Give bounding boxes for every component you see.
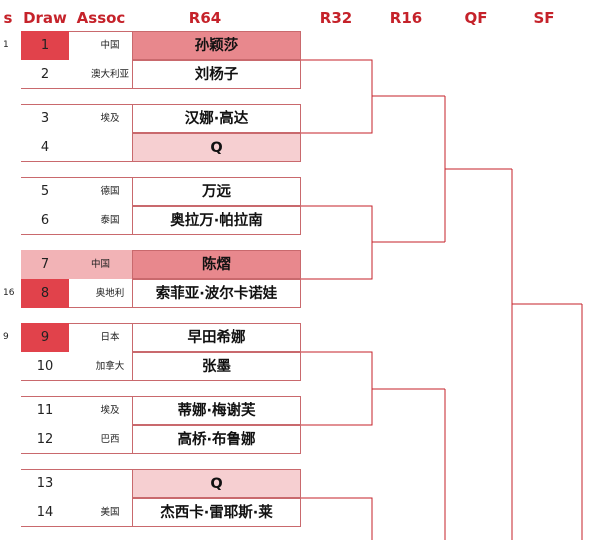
player-name[interactable]: 奥拉万·帕拉南 bbox=[132, 206, 301, 235]
draw-row: 14 美国 杰西卡·雷耶斯·莱 bbox=[21, 498, 301, 527]
header-assoc: Assoc bbox=[76, 9, 126, 27]
draw-row: 6 泰国 奥拉万·帕拉南 bbox=[21, 206, 301, 235]
player-name[interactable]: 蒂娜·梅谢芙 bbox=[132, 396, 301, 425]
draw-number: 1 bbox=[21, 31, 69, 60]
draw-row: 1 中国 孙颖莎 bbox=[21, 31, 301, 60]
draw-number: 9 bbox=[21, 323, 69, 352]
header-draw: Draw bbox=[23, 9, 67, 27]
player-name[interactable]: 万远 bbox=[132, 177, 301, 206]
player-name[interactable]: 索菲亚·波尔卡诺娃 bbox=[132, 279, 301, 308]
draw-number: 2 bbox=[40, 67, 50, 82]
assoc-label: 德国 bbox=[100, 186, 120, 197]
draw-row: 10 加拿大 张墨 bbox=[21, 352, 301, 381]
draw-number: 13 bbox=[36, 476, 54, 491]
seed-label: 1 bbox=[3, 40, 9, 50]
draw-row: 5 德国 万远 bbox=[21, 177, 301, 206]
player-name[interactable]: 汉娜·高达 bbox=[132, 104, 301, 133]
bracket-connector bbox=[301, 205, 373, 280]
player-name[interactable]: 杰西卡·雷耶斯·莱 bbox=[132, 498, 301, 527]
player-name[interactable]: 刘杨子 bbox=[132, 60, 301, 89]
draw-row: 2 澳大利亚 刘杨子 bbox=[21, 60, 301, 89]
draw-row: 9 9 日本 早田希娜 bbox=[3, 323, 301, 352]
seed-label: 16 bbox=[3, 288, 15, 298]
draw-number: 6 bbox=[40, 213, 50, 228]
player-name[interactable]: 孙颖莎 bbox=[132, 31, 301, 60]
player-name[interactable]: 高桥·布鲁娜 bbox=[132, 425, 301, 454]
player-name[interactable]: 早田希娜 bbox=[132, 323, 301, 352]
assoc-label: 日本 bbox=[100, 332, 120, 343]
draw-row: 4 Q bbox=[21, 133, 301, 162]
assoc-label: 美国 bbox=[100, 507, 120, 518]
draw-number: 5 bbox=[40, 184, 50, 199]
header-r32: R32 bbox=[319, 9, 353, 27]
player-name[interactable]: 陈熠 bbox=[132, 250, 301, 279]
player-name[interactable]: Q bbox=[132, 469, 301, 498]
seed-label: 9 bbox=[3, 332, 9, 342]
header-seed: s bbox=[3, 9, 13, 27]
draw-row: 12 巴西 高桥·布鲁娜 bbox=[21, 425, 301, 454]
draw-number: 11 bbox=[36, 403, 54, 418]
draw-number: 4 bbox=[40, 140, 50, 155]
assoc-label: 中国 bbox=[100, 40, 120, 51]
draw-row: 11 埃及 蒂娜·梅谢芙 bbox=[21, 396, 301, 425]
bracket-connector bbox=[301, 497, 373, 540]
draw-number: 14 bbox=[36, 505, 54, 520]
bracket-connector bbox=[301, 59, 373, 134]
assoc-label: 埃及 bbox=[100, 405, 120, 416]
header-r64: R64 bbox=[188, 9, 222, 27]
assoc-label: 埃及 bbox=[100, 113, 120, 124]
draw-number: 8 bbox=[21, 279, 69, 308]
draw-row: 13 Q bbox=[21, 469, 301, 498]
header-sf: SF bbox=[533, 9, 555, 27]
draw-row: 7 中国 陈熠 bbox=[21, 250, 301, 279]
header-qf: QF bbox=[464, 9, 488, 27]
assoc-label: 中国 bbox=[69, 250, 132, 279]
assoc-label: 泰国 bbox=[100, 215, 120, 226]
assoc-label: 巴西 bbox=[100, 434, 120, 445]
draw-number: 7 bbox=[21, 250, 69, 279]
player-name[interactable]: 张墨 bbox=[132, 352, 301, 381]
draw-number: 12 bbox=[36, 432, 54, 447]
player-name[interactable]: Q bbox=[132, 133, 301, 162]
assoc-label: 奥地利 bbox=[95, 288, 125, 299]
draw-number: 10 bbox=[36, 359, 54, 374]
draw-row: 16 8 奥地利 索菲亚·波尔卡诺娃 bbox=[3, 279, 301, 308]
draw-number: 3 bbox=[40, 111, 50, 126]
draw-row: 3 埃及 汉娜·高达 bbox=[21, 104, 301, 133]
assoc-label: 澳大利亚 bbox=[90, 69, 129, 80]
assoc-label: 加拿大 bbox=[95, 361, 125, 372]
bracket-connector bbox=[301, 351, 373, 426]
header-r16: R16 bbox=[389, 9, 423, 27]
